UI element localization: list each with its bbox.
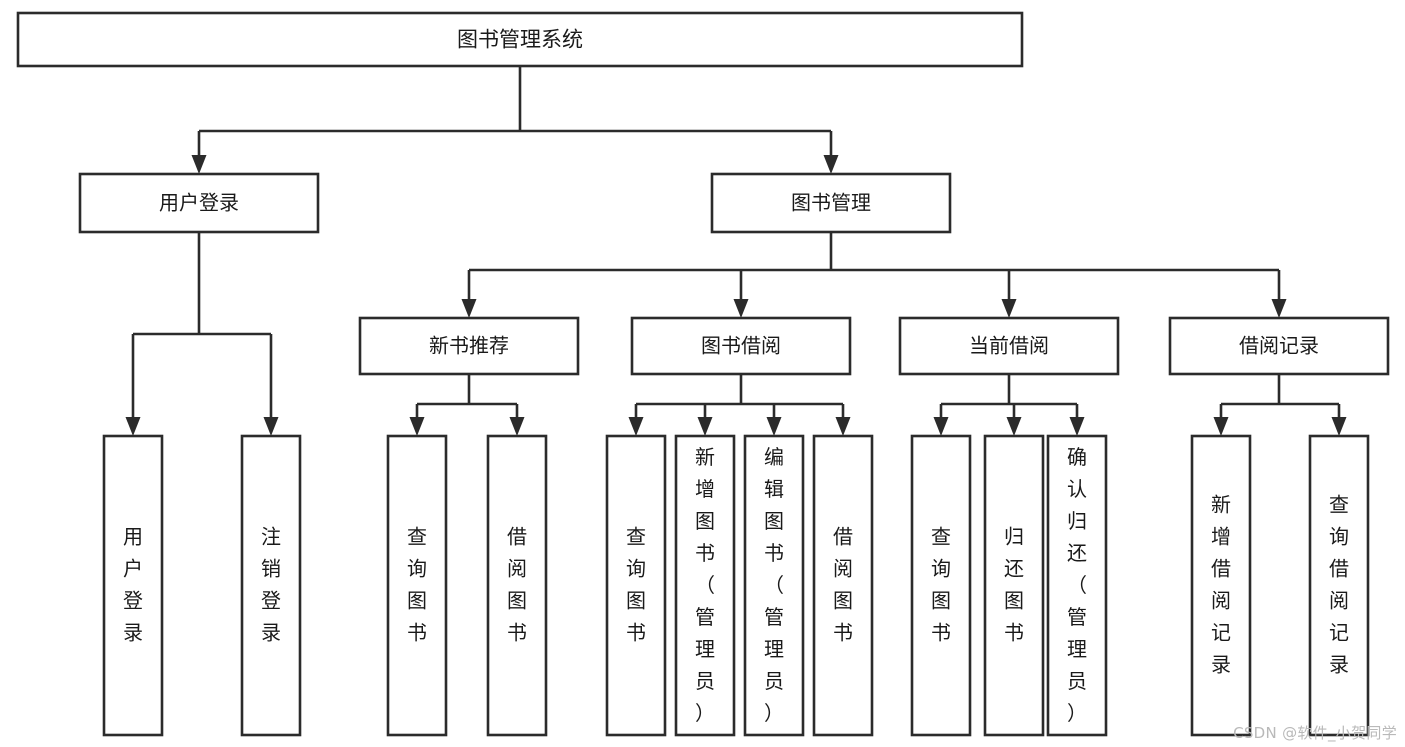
node-box-new-book-recommend [358, 316, 580, 376]
node-box-borrow-query-book [605, 434, 667, 737]
arrow-head-recommend-query-book [409, 417, 425, 436]
node-label-current-query-book: 查询图书 [931, 524, 951, 644]
arrow-head-record-query [1331, 417, 1347, 436]
arrow-head-recommend-borrow-book [509, 417, 525, 436]
node-box-recommend-borrow-book [486, 434, 548, 737]
node-recommend-borrow-book[interactable]: 借阅图书 [486, 434, 548, 737]
node-label-book-borrow: 图书借阅 [701, 334, 781, 358]
node-box-current-confirm-return [1046, 434, 1108, 737]
arrow-head-record-add [1213, 417, 1229, 436]
node-book-manage[interactable]: 图书管理 [710, 172, 952, 234]
node-box-root [16, 11, 1024, 68]
node-label-recommend-query-book: 查询图书 [407, 524, 427, 644]
node-label-user-login-do: 用户登录 [123, 524, 143, 644]
node-user-login[interactable]: 用户登录 [78, 172, 320, 234]
node-current-return-book[interactable]: 归还图书 [983, 434, 1045, 737]
node-label-current-return-book: 归还图书 [1004, 524, 1024, 644]
node-label-current-confirm-return: 确认归还（管理员） [1067, 445, 1087, 725]
node-label-borrow-add-book: 新增图书（管理员） [695, 445, 715, 725]
node-box-user-login [78, 172, 320, 234]
node-borrow-record[interactable]: 借阅记录 [1168, 316, 1390, 376]
connector-layer [125, 66, 1347, 436]
node-box-borrow-add-book [674, 434, 736, 737]
node-label-record-query: 查询借阅记录 [1329, 492, 1349, 676]
node-record-add[interactable]: 新增借阅记录 [1190, 434, 1252, 737]
node-label-record-add: 新增借阅记录 [1211, 492, 1231, 676]
node-box-current-borrow [898, 316, 1120, 376]
node-label-book-manage: 图书管理 [791, 191, 871, 215]
watermark-label: CSDN @软件_小贺同学 [1233, 724, 1397, 742]
arrow-head-book-borrow [733, 299, 749, 318]
node-box-borrow-do-borrow [812, 434, 874, 737]
node-label-borrow-record: 借阅记录 [1239, 334, 1319, 358]
node-borrow-do-borrow[interactable]: 借阅图书 [812, 434, 874, 737]
node-root[interactable]: 图书管理系统 [16, 11, 1024, 68]
node-user-login-do[interactable]: 用户登录 [102, 434, 164, 737]
arrow-head-current-return-book [1006, 417, 1022, 436]
node-user-logout[interactable]: 注销登录 [240, 434, 302, 737]
node-book-borrow[interactable]: 图书借阅 [630, 316, 852, 376]
arrow-head-borrow-do-borrow [835, 417, 851, 436]
node-borrow-edit-book[interactable]: 编辑图书（管理员） [743, 434, 805, 737]
node-new-book-recommend[interactable]: 新书推荐 [358, 316, 580, 376]
node-label-borrow-do-borrow: 借阅图书 [833, 524, 853, 644]
node-current-borrow[interactable]: 当前借阅 [898, 316, 1120, 376]
node-box-borrow-record [1168, 316, 1390, 376]
arrow-head-user-login-do [125, 417, 141, 436]
arrow-head-user-login [191, 155, 207, 174]
node-label-current-borrow: 当前借阅 [969, 334, 1049, 358]
arrow-head-current-query-book [933, 417, 949, 436]
arrow-head-borrow-add-book [697, 417, 713, 436]
node-box-book-borrow [630, 316, 852, 376]
node-label-new-book-recommend: 新书推荐 [429, 334, 509, 358]
arrow-head-borrow-edit-book [766, 417, 782, 436]
node-label-root: 图书管理系统 [457, 28, 583, 52]
node-layer: 图书管理系统用户登录图书管理用户登录注销登录新书推荐图书借阅当前借阅借阅记录查询… [16, 11, 1390, 737]
node-box-current-query-book [910, 434, 972, 737]
arrow-head-book-manage [823, 155, 839, 174]
node-box-record-query [1308, 434, 1370, 737]
node-borrow-add-book[interactable]: 新增图书（管理员） [674, 434, 736, 737]
node-label-recommend-borrow-book: 借阅图书 [507, 524, 527, 644]
node-label-user-login: 用户登录 [159, 191, 239, 215]
node-box-user-logout [240, 434, 302, 737]
node-box-borrow-edit-book [743, 434, 805, 737]
arrow-head-new-book-recommend [461, 299, 477, 318]
node-current-confirm-return[interactable]: 确认归还（管理员） [1046, 434, 1108, 737]
node-current-query-book[interactable]: 查询图书 [910, 434, 972, 737]
arrow-head-current-confirm-return [1069, 417, 1085, 436]
arrow-head-borrow-record [1271, 299, 1287, 318]
arrow-head-user-logout [263, 417, 279, 436]
arrow-head-borrow-query-book [628, 417, 644, 436]
node-label-user-logout: 注销登录 [261, 524, 281, 644]
node-label-borrow-query-book: 查询图书 [626, 524, 646, 644]
node-box-recommend-query-book [386, 434, 448, 737]
node-recommend-query-book[interactable]: 查询图书 [386, 434, 448, 737]
node-borrow-query-book[interactable]: 查询图书 [605, 434, 667, 737]
node-box-user-login-do [102, 434, 164, 737]
node-box-book-manage [710, 172, 952, 234]
node-label-borrow-edit-book: 编辑图书（管理员） [764, 445, 784, 725]
arrow-head-current-borrow [1001, 299, 1017, 318]
node-record-query[interactable]: 查询借阅记录 [1308, 434, 1370, 737]
node-box-current-return-book [983, 434, 1045, 737]
node-box-record-add [1190, 434, 1252, 737]
